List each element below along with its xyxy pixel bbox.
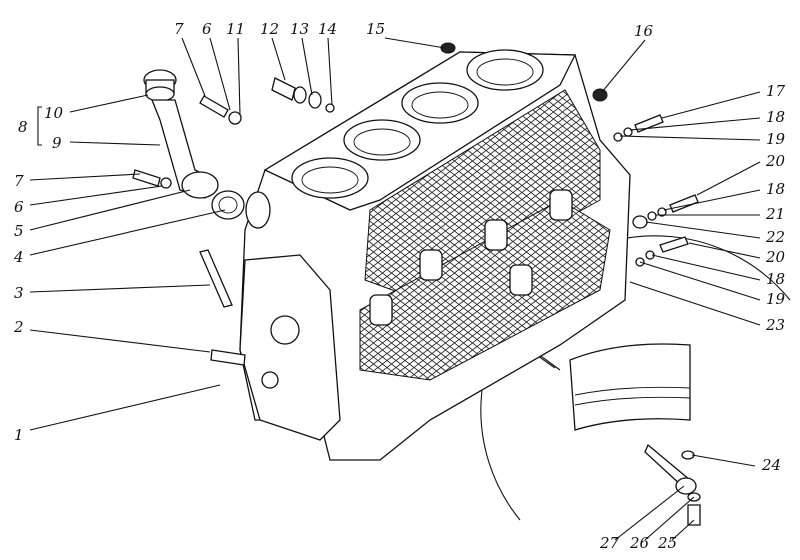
label-19a: 19: [766, 130, 786, 148]
label-24: 24: [761, 456, 781, 474]
label-20a: 20: [765, 152, 786, 170]
label-16: 16: [634, 22, 654, 40]
label-18a: 18: [766, 108, 785, 126]
label-27: 27: [599, 534, 620, 552]
label-6a: 6: [14, 198, 24, 216]
label-1: 1: [14, 426, 24, 444]
label-5: 5: [14, 222, 24, 240]
label-19b: 19: [766, 290, 786, 308]
label-12: 12: [260, 20, 279, 38]
callout-labels: 1 2 3 4 5 6 7 8 9 10 7 6 11 12 13 14 15 …: [13, 20, 786, 552]
label-18c: 18: [766, 270, 785, 288]
label-11: 11: [226, 20, 245, 38]
label-13: 13: [290, 20, 309, 38]
label-25: 25: [657, 534, 677, 552]
label-22: 22: [765, 228, 785, 246]
label-18b: 18: [766, 180, 785, 198]
label-14: 14: [318, 20, 337, 38]
label-21: 21: [765, 205, 785, 223]
label-9: 9: [52, 134, 62, 152]
label-3: 3: [14, 284, 24, 302]
label-23: 23: [765, 316, 785, 334]
label-20b: 20: [765, 248, 786, 266]
loose-parts: [132, 42, 701, 526]
label-4: 4: [13, 248, 24, 266]
label-26: 26: [629, 534, 650, 552]
label-17: 17: [766, 82, 786, 100]
label-2: 2: [13, 318, 24, 336]
label-15: 15: [366, 20, 385, 38]
label-8: 8: [18, 118, 28, 136]
label-7a: 7: [14, 172, 24, 190]
label-7b: 7: [174, 20, 184, 38]
cylinder-block: [239, 49, 631, 461]
label-10: 10: [44, 104, 64, 122]
leader-lines: [29, 37, 761, 541]
label-6b: 6: [202, 20, 212, 38]
